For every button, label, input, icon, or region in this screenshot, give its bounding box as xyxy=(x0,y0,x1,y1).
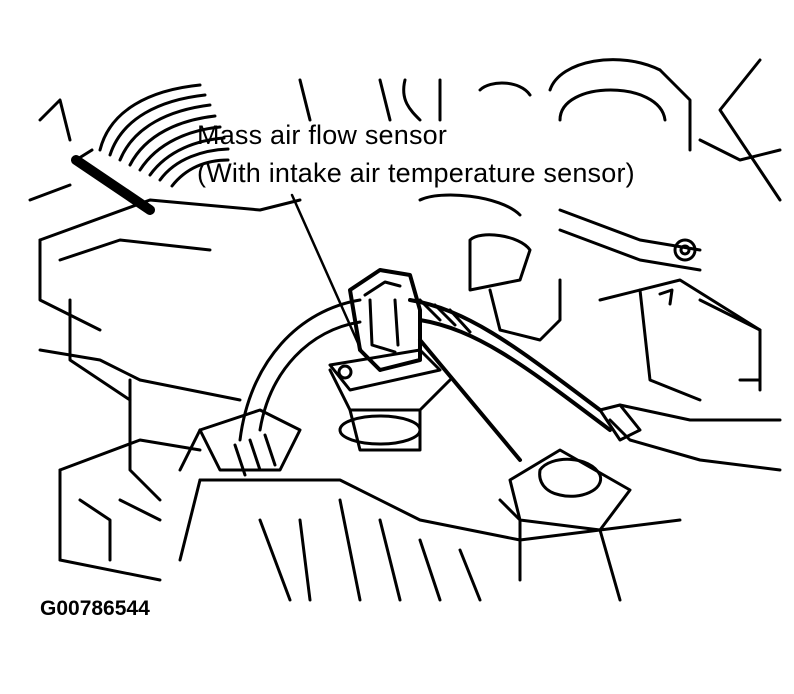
callout-label-line-1: Mass air flow sensor xyxy=(197,120,448,150)
top-fragments xyxy=(298,78,532,122)
ground-lead xyxy=(418,338,522,462)
mounting-bracket xyxy=(498,448,632,582)
upper-right-components xyxy=(418,58,782,402)
callout-label-line-2: (With intake air temperature sensor) xyxy=(197,158,635,188)
air-cleaner-housing xyxy=(28,98,302,582)
connector-block xyxy=(178,408,302,477)
throttle-body-plenum xyxy=(178,478,682,602)
mass-air-flow-sensor xyxy=(328,268,442,392)
sensor-mount-area xyxy=(238,298,452,452)
wire-harness xyxy=(408,298,782,472)
figure-id: G00786544 xyxy=(40,597,150,620)
intake-duct-upper-left xyxy=(71,83,230,215)
callout-leader-line xyxy=(290,193,364,354)
